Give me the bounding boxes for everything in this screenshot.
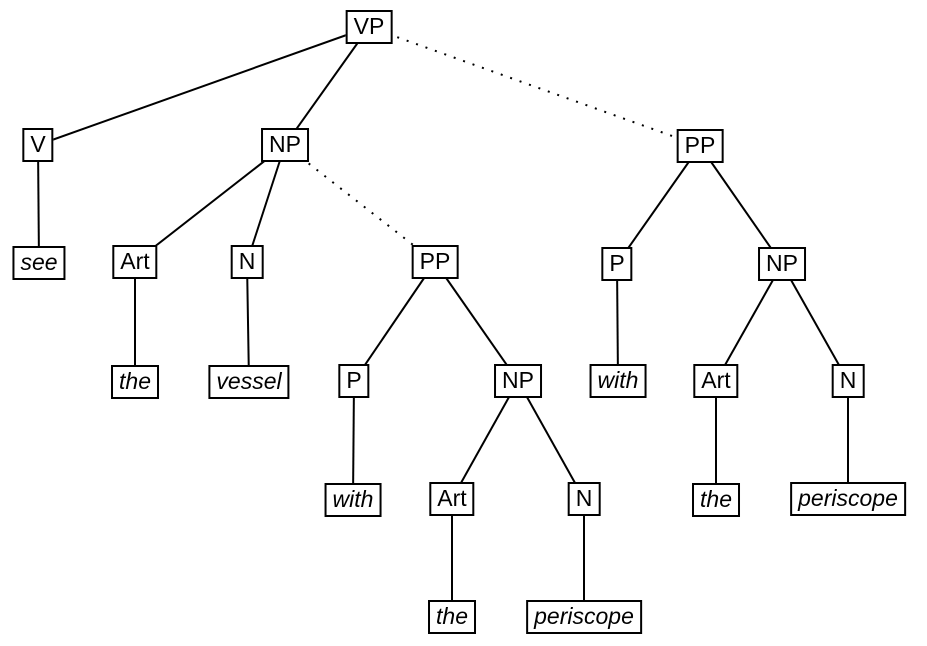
tree-node-with-a: with xyxy=(324,483,382,517)
edge-np-obj-art-1 xyxy=(134,144,286,263)
tree-node-periscope-a: periscope xyxy=(526,600,642,634)
edge-np-a-n-a xyxy=(517,380,585,500)
tree-node-np-a: NP xyxy=(494,364,542,398)
edge-p-a-with-a xyxy=(352,380,355,501)
tree-node-n-b: N xyxy=(831,364,865,398)
edge-vp-np-obj xyxy=(284,26,370,146)
tree-node-np-b: NP xyxy=(758,247,806,281)
tree-node-the-1: the xyxy=(111,365,159,399)
edge-np-b-art-b xyxy=(715,263,783,382)
edge-np-obj-pp-np-dotted xyxy=(284,144,436,263)
tree-node-np-obj: NP xyxy=(261,128,309,162)
edge-vp-v xyxy=(37,26,370,146)
edge-pp-vp-np-b xyxy=(699,145,783,265)
tree-node-pp-np: PP xyxy=(411,245,459,279)
tree-node-art-b: Art xyxy=(693,364,739,398)
tree-node-vessel: vessel xyxy=(208,365,290,399)
tree-node-n-a: N xyxy=(567,482,601,516)
tree-node-pp-vp: PP xyxy=(676,129,724,163)
edge-p-b-with-b xyxy=(616,263,619,382)
tree-node-p-b: P xyxy=(601,247,633,281)
edge-pp-vp-p-b xyxy=(616,145,701,265)
edge-n-1-vessel xyxy=(246,261,250,383)
tree-node-v: V xyxy=(22,128,54,162)
tree-node-art-a: Art xyxy=(429,482,475,516)
edge-v-see xyxy=(37,144,40,264)
tree-node-vp: VP xyxy=(345,10,393,44)
edge-np-a-art-a xyxy=(451,380,519,500)
tree-node-the-b: the xyxy=(692,483,740,517)
tree-node-art-1: Art xyxy=(112,245,158,279)
tree-node-the-a: the xyxy=(428,600,476,634)
tree-node-with-b: with xyxy=(589,364,647,398)
tree-node-periscope-b: periscope xyxy=(790,482,906,516)
edge-np-b-n-b xyxy=(781,263,849,382)
tree-node-p-a: P xyxy=(338,364,370,398)
edge-vp-pp-vp-dotted xyxy=(368,26,701,147)
tree-node-n-1: N xyxy=(230,245,264,279)
edge-pp-np-p-a xyxy=(353,261,436,382)
edge-pp-np-np-a xyxy=(434,261,519,382)
edge-np-obj-n-1 xyxy=(246,144,286,263)
tree-node-see: see xyxy=(12,246,66,280)
